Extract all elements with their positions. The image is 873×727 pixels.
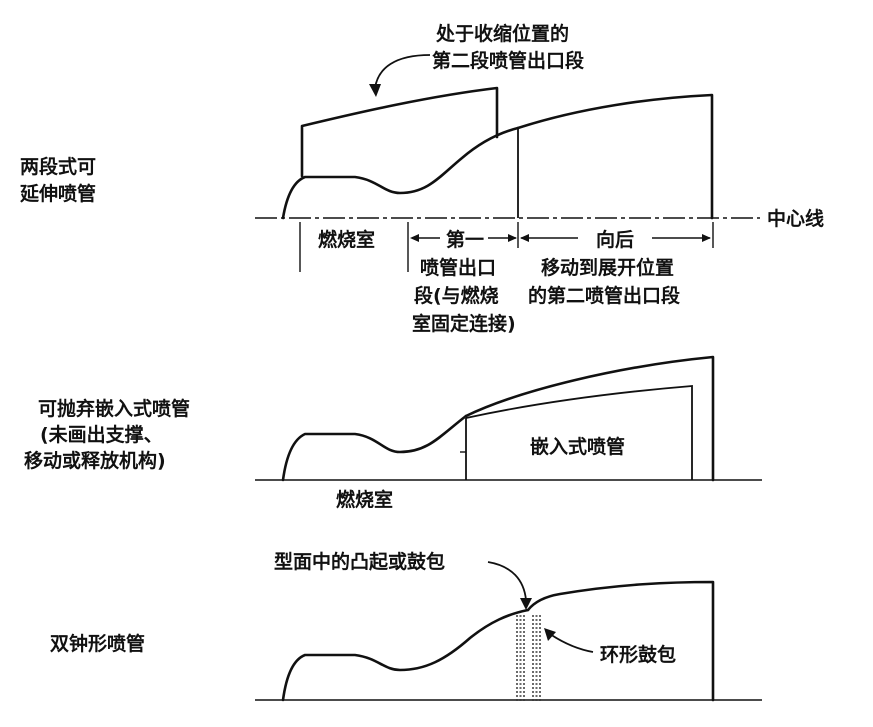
- dim-arrowhead-first-right: [508, 234, 517, 242]
- d1-top-label-1: 处于收缩位置的: [435, 22, 569, 45]
- d1-side-label-1: 两段式可: [20, 155, 96, 178]
- d1-second-section-1: 向后: [596, 228, 634, 251]
- dual-bell-nozzle-diagram: 双钟形喷管 型面中的凸起或鼓包 环形鼓包: [50, 550, 762, 702]
- ring-label-arrowhead: [544, 628, 556, 641]
- extendible-nozzle-diagram: 两段式可 延伸喷管 处于收缩位置的 第二段喷管出口段 中心线 燃烧室 第一 喷管…: [19, 22, 824, 335]
- d1-first-section-1: 第一: [446, 228, 484, 251]
- d3-side-label: 双钟形喷管: [50, 632, 145, 655]
- retracted-second-section: [300, 86, 499, 178]
- d2-insert-nozzle: [465, 385, 693, 480]
- d3-bump-label: 型面中的凸起或鼓包: [274, 550, 445, 573]
- d1-chamber-label: 燃烧室: [318, 228, 375, 251]
- d3-ring-label: 环形鼓包: [600, 643, 676, 666]
- ring-bump-hatch: [516, 615, 542, 701]
- d2-side-label-1: 可抛弃嵌入式喷管: [38, 397, 190, 420]
- dim-arrowhead-first-left: [410, 234, 419, 242]
- d2-insert-label: 嵌入式喷管: [530, 435, 625, 458]
- d1-first-section-4: 室固定连接): [412, 312, 516, 335]
- d2-side-label-3: 移动或释放机构): [24, 449, 166, 472]
- d3-contour-second-bell: [526, 580, 715, 702]
- d2-chamber-contour: [281, 414, 468, 482]
- top-label-arrowhead: [369, 84, 381, 97]
- d2-outer-nozzle: [464, 355, 715, 482]
- top-label-arrow: [374, 54, 431, 89]
- d1-first-section-3: 段(与燃烧: [414, 284, 499, 307]
- ring-label-arrow: [549, 633, 594, 653]
- d2-side-label-2: (未画出支撑、: [40, 423, 163, 446]
- d1-second-section-3: 的第二喷管出口段: [528, 284, 681, 307]
- bump-label-arrow: [487, 561, 527, 601]
- d2-chamber-label: 燃烧室: [336, 488, 393, 511]
- d1-centerline-label: 中心线: [767, 207, 824, 230]
- deployed-second-section: [516, 93, 714, 220]
- d1-side-label-2: 延伸喷管: [19, 182, 96, 205]
- d1-top-label-2: 第二段喷管出口段: [432, 49, 585, 72]
- dim-arrowhead-second-left: [520, 234, 529, 242]
- insert-nozzle-diagram: 可抛弃嵌入式喷管 (未画出支撑、 移动或释放机构) 嵌入式喷管 燃烧室: [24, 355, 762, 511]
- d1-second-section-2: 移动到展开位置: [541, 256, 674, 279]
- chamber-contour: [281, 126, 520, 220]
- bump-label-arrowhead: [520, 598, 532, 610]
- d3-contour-first-bell: [281, 608, 530, 702]
- d1-first-section-2: 喷管出口: [420, 256, 496, 279]
- dim-arrowhead-second-right: [702, 234, 711, 242]
